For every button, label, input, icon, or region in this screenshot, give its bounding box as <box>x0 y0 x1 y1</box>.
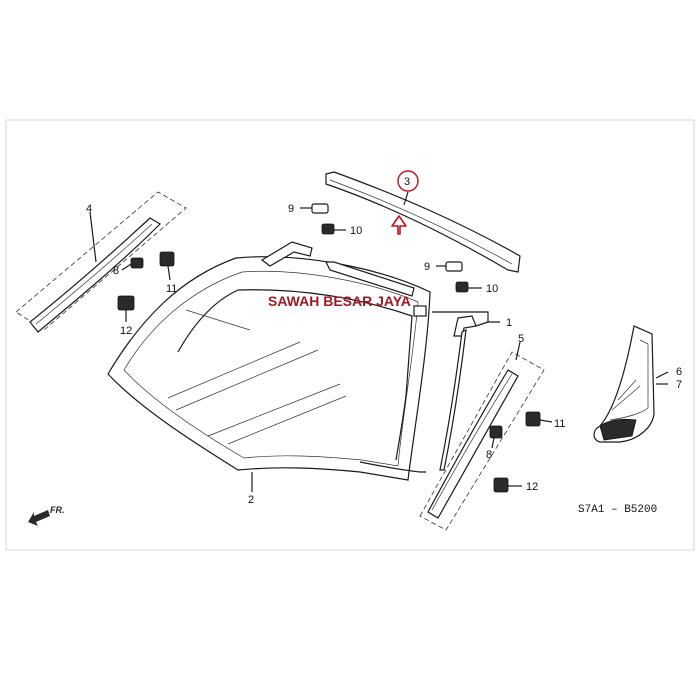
watermark-text: SAWAH BESAR JAYA <box>268 293 411 309</box>
front-direction-indicator: FR. <box>28 505 65 526</box>
callout-3: 3 <box>404 176 410 188</box>
callout-9-lower: 9 <box>424 261 430 273</box>
quarter-glass: 6 7 <box>593 325 682 443</box>
callout-7: 7 <box>676 379 682 391</box>
right-molding-group: 5 8 11 12 <box>419 333 565 531</box>
clips-9-10-upper: 9 10 <box>288 203 362 237</box>
callout-4: 4 <box>86 203 92 215</box>
clip-8-left: 8 <box>113 257 144 277</box>
callout-5: 5 <box>518 333 524 345</box>
left-molding-group: 4 8 11 12 <box>15 191 187 337</box>
callout-8-left: 8 <box>113 265 119 277</box>
callout-11-left: 11 <box>166 283 177 295</box>
callout-1: 1 <box>506 317 512 329</box>
callout-10-lower: 10 <box>486 283 498 295</box>
callout-11-right: 11 <box>554 418 565 430</box>
seal-dam-group: 1 <box>260 241 512 473</box>
clip-12-left: 12 <box>117 295 135 337</box>
diagram-code: S7A1 – B5200 <box>578 504 657 516</box>
callout-8-right: 8 <box>486 449 492 461</box>
front-arrow-label: FR. <box>50 505 65 515</box>
callout-12-right: 12 <box>526 481 538 493</box>
highlight-arrow-icon <box>391 215 407 235</box>
callout-12-left: 12 <box>120 325 132 337</box>
clips-9-10-lower: 9 10 <box>424 261 498 295</box>
diagram-frame <box>5 119 695 551</box>
callout-2: 2 <box>248 494 254 506</box>
callout-6: 6 <box>676 366 682 378</box>
top-molding: 3 <box>325 170 521 273</box>
callout-9-upper: 9 <box>288 203 294 215</box>
clip-11-left: 11 <box>159 251 177 295</box>
callout-3-marker <box>397 170 419 192</box>
windshield-glass: 2 <box>107 256 431 506</box>
front-arrow-icon <box>28 510 50 526</box>
callout-10-upper: 10 <box>350 225 362 237</box>
